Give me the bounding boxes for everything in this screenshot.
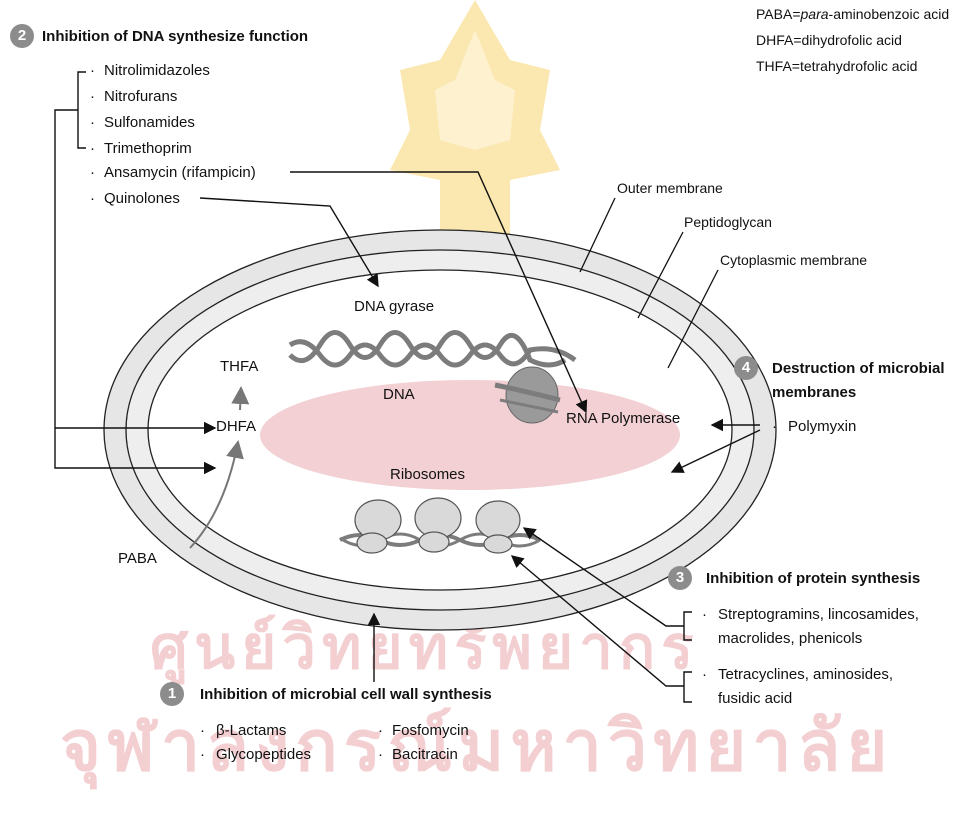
section-4-badge: 4 bbox=[734, 356, 758, 380]
drug-fosfomycin: Fosfomycin bbox=[392, 722, 469, 739]
legend-paba: PABA=para-aminobenzoic acid bbox=[756, 6, 949, 22]
label-dna-gyrase: DNA gyrase bbox=[354, 298, 434, 315]
label-outer-membrane: Outer membrane bbox=[617, 180, 723, 196]
cytoplasm-pink-blob bbox=[260, 380, 680, 490]
drug-bacitracin: Bacitracin bbox=[392, 746, 458, 763]
drug-group-tetracyclines-line2: fusidic acid bbox=[718, 690, 792, 707]
section-3-title: Inhibition of protein synthesis bbox=[706, 570, 920, 587]
drug-ansamycin: Ansamycin (rifampicin) bbox=[104, 164, 256, 181]
label-rna-polymerase: RNA Polymerase bbox=[566, 410, 680, 427]
bullet: · bbox=[90, 88, 95, 105]
legend-thfa: THFA=tetrahydrofolic acid bbox=[756, 58, 917, 74]
legend-dhfa: DHFA=dihydrofolic acid bbox=[756, 32, 902, 48]
bullet: · bbox=[200, 746, 205, 763]
drug-group-tetracyclines-line1: Tetracyclines, aminosides, bbox=[718, 666, 893, 683]
bullet: · bbox=[90, 114, 95, 131]
bullet: · bbox=[702, 606, 707, 623]
label-thfa: THFA bbox=[220, 358, 258, 375]
label-dna: DNA bbox=[383, 386, 415, 403]
section-1-badge: 1 bbox=[160, 682, 184, 706]
section-1-title: Inhibition of microbial cell wall synthe… bbox=[200, 686, 492, 703]
drug-group-streptogramins-line2: macrolides, phenicols bbox=[718, 630, 862, 647]
drug-trimethoprim: Trimethoprim bbox=[104, 140, 192, 157]
section-4-title-line2: membranes bbox=[772, 384, 856, 401]
bullet: · bbox=[90, 140, 95, 157]
label-dhfa: DHFA bbox=[216, 418, 256, 435]
section-2-title: Inhibition of DNA synthesize function bbox=[42, 28, 308, 45]
section-3-badge: 3 bbox=[668, 566, 692, 590]
label-peptidoglycan: Peptidoglycan bbox=[684, 214, 772, 230]
label-ribosomes: Ribosomes bbox=[390, 466, 465, 483]
section-2-badge: 2 bbox=[10, 24, 34, 48]
drug-quinolones: Quinolones bbox=[104, 190, 180, 207]
drug-group-streptogramins-line1: Streptogramins, lincosamides, bbox=[718, 606, 919, 623]
bullet: · bbox=[772, 418, 777, 435]
drug-sulfonamides: Sulfonamides bbox=[104, 114, 195, 131]
bullet: · bbox=[702, 666, 707, 683]
bullet: · bbox=[90, 62, 95, 79]
drug-beta-lactams: β-Lactams bbox=[216, 722, 286, 739]
bullet: · bbox=[378, 722, 383, 739]
bullet: · bbox=[200, 722, 205, 739]
section-4-title-line1: Destruction of microbial bbox=[772, 360, 945, 377]
drug-nitrolimidazoles: Nitrolimidazoles bbox=[104, 62, 210, 79]
drug-glycopeptides: Glycopeptides bbox=[216, 746, 311, 763]
bullet: · bbox=[378, 746, 383, 763]
bullet: · bbox=[90, 190, 95, 207]
ribosomes-group bbox=[355, 498, 520, 553]
bullet: · bbox=[90, 164, 95, 181]
drug-polymyxin: Polymyxin bbox=[788, 418, 856, 435]
drug-nitrofurans: Nitrofurans bbox=[104, 88, 177, 105]
label-cytoplasmic-membrane: Cytoplasmic membrane bbox=[720, 252, 867, 268]
label-paba: PABA bbox=[118, 550, 157, 567]
